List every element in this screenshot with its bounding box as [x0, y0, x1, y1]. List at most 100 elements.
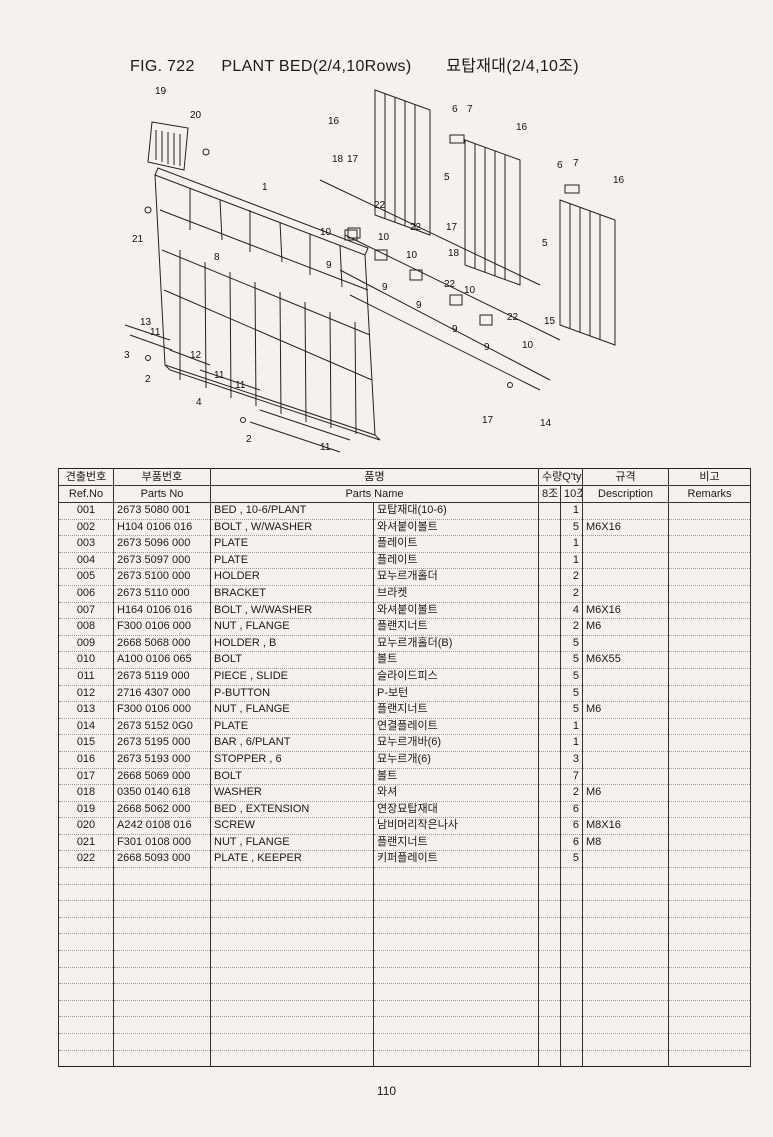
header-qty-8: 8조	[538, 485, 561, 503]
remarks-cell	[668, 850, 752, 869]
parts-table: 견출번호 부품번호 품명 수량Q'ty 규격 비고 Ref.No Parts N…	[58, 468, 752, 1068]
remarks-cell	[668, 651, 752, 669]
part-name-en-cell: PLATE	[210, 552, 374, 570]
callout: 17	[446, 222, 458, 233]
part-no-cell: 2673 5119 000	[113, 668, 211, 686]
spec-cell	[582, 685, 670, 703]
callout: 21	[132, 234, 144, 245]
header-qty-ko: 수량Q'ty	[537, 468, 584, 486]
part-no-cell: 2668 5068 000	[113, 635, 211, 653]
qty-8-cell	[538, 817, 561, 835]
empty-cell	[113, 900, 211, 918]
remarks-cell	[668, 602, 752, 620]
header-spec-ko: 규격	[582, 468, 670, 486]
empty-row	[58, 1033, 752, 1051]
callout: 22	[374, 200, 386, 211]
qty-8-cell	[538, 751, 561, 769]
header-ref-ko: 견출번호	[58, 468, 114, 486]
ref-no-cell: 009	[58, 635, 114, 653]
empty-cell	[559, 983, 584, 1001]
empty-cell	[582, 1050, 670, 1068]
empty-cell	[113, 1033, 211, 1051]
empty-cell	[113, 917, 211, 935]
callout: 7	[573, 158, 579, 169]
callout: 11	[214, 370, 225, 381]
ref-no-cell: 019	[58, 801, 114, 819]
empty-cell	[58, 1000, 114, 1018]
empty-cell	[210, 933, 374, 952]
extension-bed-shape	[147, 121, 189, 171]
header-part-no-ko: 부품번호	[113, 468, 211, 486]
callout: 2	[145, 374, 151, 385]
empty-cell	[538, 1050, 561, 1068]
spec-cell: M6	[582, 784, 670, 802]
spec-cell	[582, 751, 670, 769]
callout: 9	[452, 324, 458, 335]
empty-cell	[668, 917, 752, 935]
callout: 22	[507, 312, 519, 323]
ref-no-cell: 014	[58, 718, 114, 736]
empty-cell	[668, 900, 752, 918]
spec-cell: M6	[582, 701, 670, 719]
empty-cell	[538, 867, 561, 885]
empty-cell	[210, 917, 374, 935]
part-name-ko-cell: 브라켓	[373, 585, 539, 603]
part-name-ko-cell: 플랜지너트	[373, 618, 539, 636]
part-name-ko-cell: 키퍼플레이트	[373, 850, 539, 869]
empty-cell	[668, 967, 752, 985]
empty-cell	[559, 917, 584, 935]
qty-10-cell: 5	[559, 651, 584, 669]
empty-cell	[210, 1000, 374, 1018]
remarks-cell	[668, 701, 752, 719]
part-name-en-cell: STOPPER , 6	[210, 751, 374, 769]
empty-cell	[538, 1000, 561, 1018]
empty-cell	[559, 1000, 584, 1018]
ref-no-cell: 003	[58, 535, 114, 553]
callout: 18	[332, 154, 344, 165]
qty-8-cell	[538, 685, 561, 703]
part-no-cell: 2673 5152 0G0	[113, 718, 211, 736]
qty-8-cell	[538, 834, 561, 852]
remarks-cell	[668, 834, 752, 852]
empty-cell	[113, 884, 211, 902]
part-no-cell: H164 0106 016	[113, 602, 211, 620]
qty-8-cell	[538, 502, 561, 520]
callout: 13	[140, 317, 152, 328]
empty-cell	[113, 1050, 211, 1068]
qty-8-cell	[538, 850, 561, 869]
empty-row	[58, 967, 752, 985]
qty-8-cell	[538, 718, 561, 736]
ref-no-cell: 021	[58, 834, 114, 852]
empty-cell	[668, 867, 752, 885]
empty-cell	[582, 983, 670, 1001]
empty-cell	[210, 1050, 374, 1068]
part-no-cell: 2673 5195 000	[113, 734, 211, 752]
part-name-en-cell: PIECE , SLIDE	[210, 668, 374, 686]
part-name-ko-cell: 연결플레이트	[373, 718, 539, 736]
empty-cell	[58, 967, 114, 985]
callout: 20	[190, 110, 202, 121]
qty-8-cell	[538, 519, 561, 537]
part-name-ko-cell: 플레이트	[373, 552, 539, 570]
empty-cell	[210, 967, 374, 985]
callout: 10	[378, 232, 390, 243]
header-remarks-en: Remarks	[668, 485, 752, 503]
part-name-en-cell: PLATE , KEEPER	[210, 850, 374, 869]
empty-row	[58, 1000, 752, 1018]
empty-cell	[373, 933, 539, 952]
plant-bed-frame	[154, 174, 376, 436]
empty-cell	[113, 983, 211, 1001]
empty-cell	[582, 917, 670, 935]
part-name-ko-cell: 플레이트	[373, 535, 539, 553]
ref-no-cell: 020	[58, 817, 114, 835]
callout: 4	[196, 397, 202, 408]
part-no-cell: 2673 5193 000	[113, 751, 211, 769]
